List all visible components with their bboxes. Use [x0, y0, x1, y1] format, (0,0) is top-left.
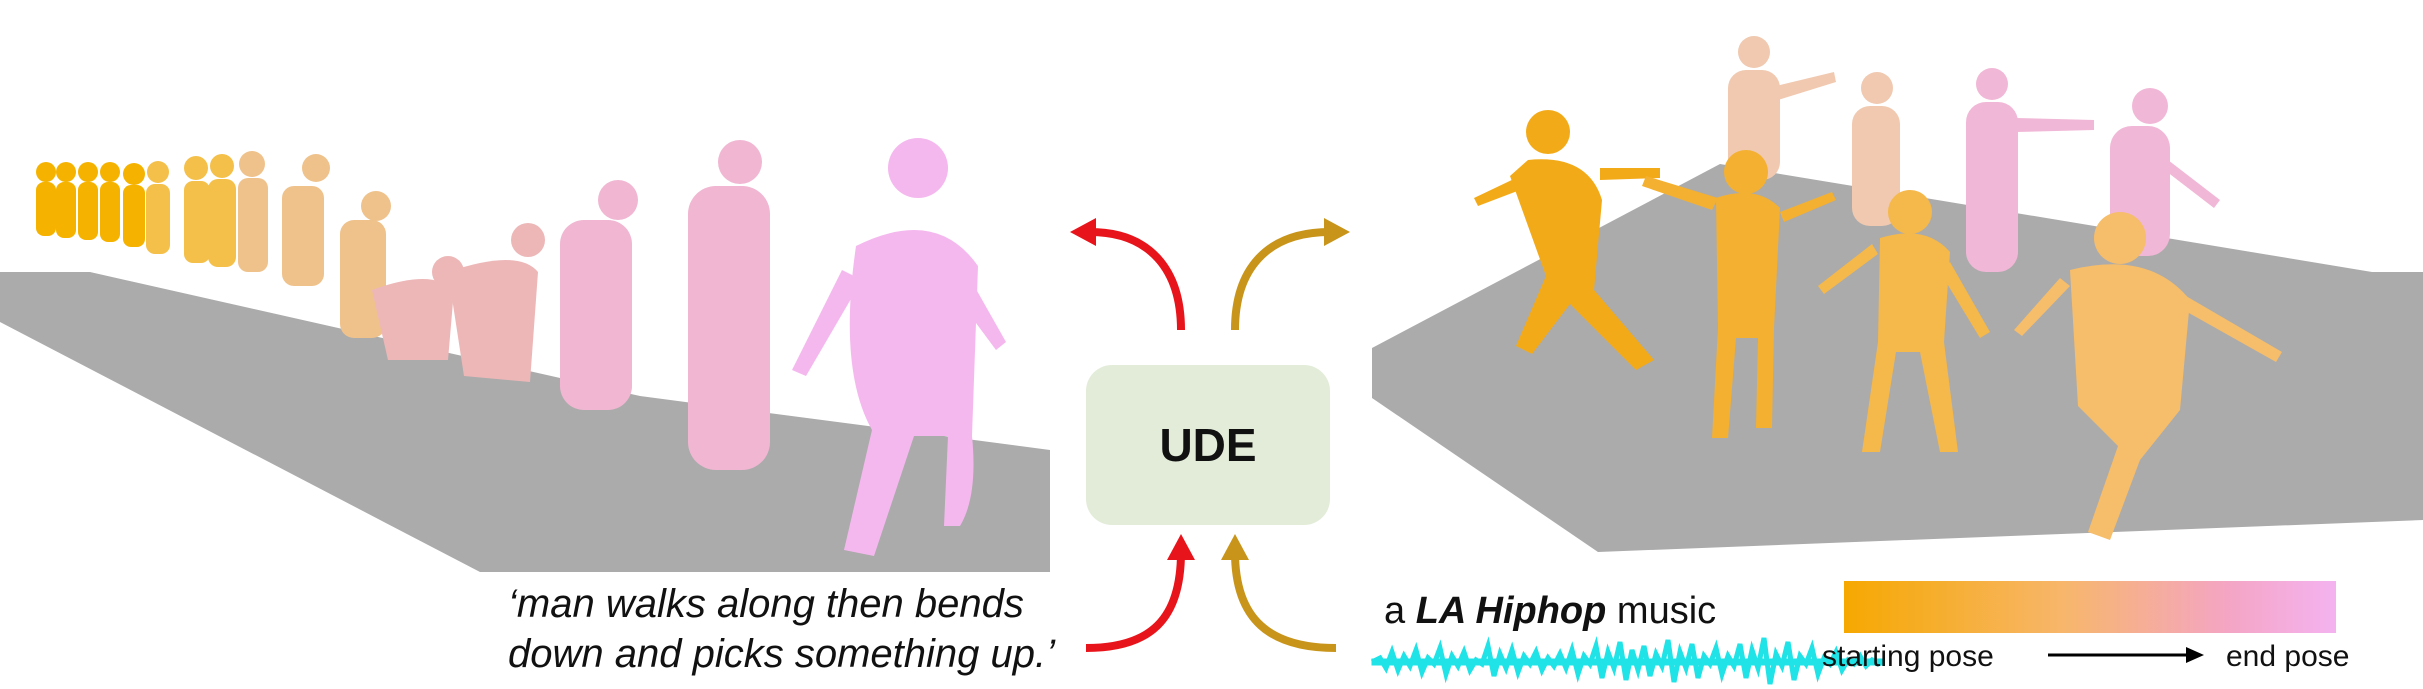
pose-figure [146, 154, 236, 267]
left-floor [0, 272, 1050, 572]
pose-figure [36, 162, 145, 247]
music-waveform [1370, 636, 1885, 685]
input-arrow-text [1085, 534, 1195, 652]
text-prompt-line-1: ‘man walks along then bends [508, 582, 1024, 626]
output-arrow-dance [1231, 218, 1350, 331]
dance-figure [1474, 110, 1660, 370]
right-dance-sequence [1474, 36, 2282, 540]
ude-model-box: UDE [1086, 365, 1330, 525]
pose-figure [372, 223, 545, 382]
pose-figure [560, 140, 770, 470]
music-genre: LA Hiphop [1415, 590, 1607, 632]
music-prefix: a [1384, 590, 1416, 632]
music-suffix: music [1606, 590, 1717, 632]
pose-color-legend-bar [1844, 581, 2336, 633]
dance-figure [2014, 212, 2282, 540]
pose-figure [238, 151, 391, 338]
ude-label: UDE [1159, 419, 1257, 471]
legend-end-label: end pose [2226, 640, 2350, 673]
text-prompt-line-2: down and picks something up.’ [508, 632, 1055, 676]
output-arrow-motion [1070, 218, 1185, 331]
right-floor [1372, 164, 2423, 552]
legend-arrow [2048, 647, 2204, 663]
dance-figure [1818, 190, 1990, 452]
left-motion-sequence [36, 138, 1006, 556]
music-prompt: a LA Hiphop music [1384, 590, 1716, 633]
pose-figure [792, 138, 1006, 556]
dance-figure [1642, 150, 1836, 438]
legend-start-label: starting pose [1822, 640, 1994, 673]
input-arrow-music [1221, 534, 1337, 652]
